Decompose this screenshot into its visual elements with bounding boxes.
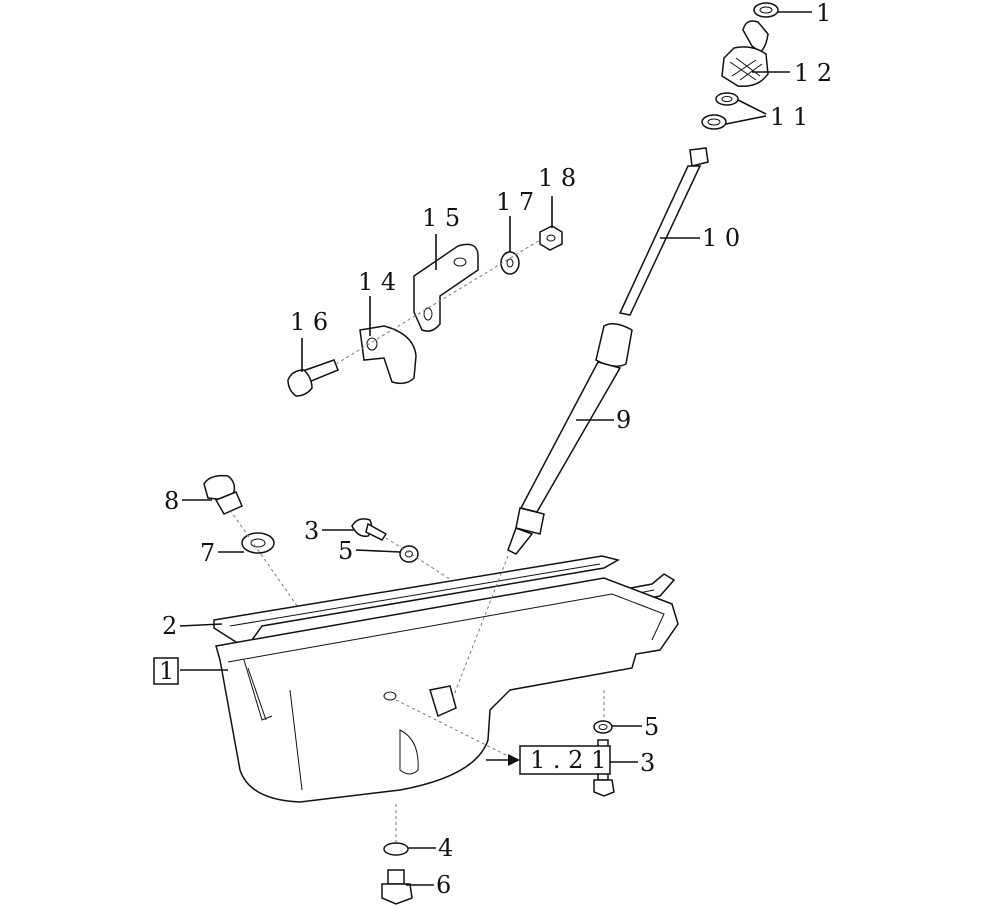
pan-bolt-upper <box>351 518 388 541</box>
oil-pan <box>215 577 679 803</box>
bracket-washer <box>500 251 520 275</box>
pan-washer-upper <box>399 545 419 563</box>
callout-9: 9 <box>616 406 631 434</box>
filler-plug <box>203 474 243 515</box>
svg-text:1 . 2 1: 1 . 2 1 <box>530 746 606 774</box>
dipstick-rod <box>618 147 709 316</box>
callout-17: 1 7 <box>496 188 534 216</box>
callout-5-upper: 5 <box>338 537 353 565</box>
dipstick-handle <box>721 20 769 87</box>
callout-12: 1 2 <box>794 59 832 87</box>
callout-10: 1 0 <box>702 224 740 252</box>
bracket-bolt <box>287 359 339 397</box>
svg-text:1: 1 <box>159 657 174 685</box>
bracket-nut <box>539 225 563 251</box>
callout-15: 1 5 <box>422 204 460 232</box>
boxed-ref-1: 1 <box>153 657 179 685</box>
dipstick-o-rings <box>701 92 739 130</box>
callout-6: 6 <box>436 871 451 899</box>
mounting-bracket <box>413 243 479 332</box>
drain-o-ring <box>383 842 409 856</box>
callout-8: 8 <box>164 487 179 515</box>
callout-3-lower: 3 <box>640 749 655 777</box>
callout-16: 1 6 <box>290 308 328 336</box>
dipstick-washer-top <box>753 2 779 18</box>
callout-11: 1 1 <box>770 103 808 131</box>
callout-2: 2 <box>162 612 177 640</box>
leader-lines <box>179 11 812 886</box>
callout-labels: 1 1 2 1 1 1 8 1 7 1 5 1 0 1 4 1 6 9 8 3 … <box>162 0 832 899</box>
callout-4: 4 <box>438 834 453 862</box>
drain-plug <box>381 869 413 905</box>
pan-washer-lower <box>593 720 613 734</box>
callout-18: 1 8 <box>538 164 576 192</box>
callout-14: 1 4 <box>358 268 396 296</box>
callout-3-upper: 3 <box>304 517 319 545</box>
tube-clamp <box>359 325 417 385</box>
dipstick-guide-tube <box>507 323 633 555</box>
callout-7: 7 <box>200 539 215 567</box>
callout-1: 1 <box>816 0 831 27</box>
callout-5-lower: 5 <box>644 713 659 741</box>
boxed-ref-1-21: 1 . 2 1 <box>519 745 611 775</box>
